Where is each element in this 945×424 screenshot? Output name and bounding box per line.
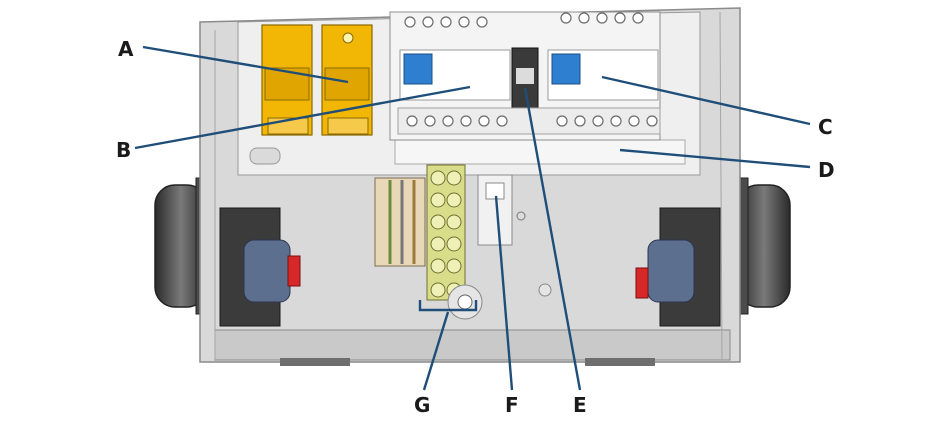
connector-holder (477, 174, 526, 246)
terminal-screws (404, 12, 658, 127)
callout-b: B (116, 138, 131, 162)
connector-right (635, 207, 721, 327)
leader-b (134, 85, 471, 150)
callout-a: A (118, 37, 134, 61)
callout-f: F (505, 393, 519, 417)
terminal-block (374, 164, 466, 301)
leader-f (494, 195, 514, 391)
leader-c (601, 75, 811, 126)
connector-left (219, 207, 301, 327)
callout-d: D (818, 158, 835, 182)
callout-labels: A B C D E F G (116, 37, 835, 417)
leader-a (142, 45, 349, 84)
bracket-g (418, 300, 478, 312)
leader-lines (134, 45, 811, 391)
callout-e: E (573, 393, 587, 417)
leader-d (619, 148, 811, 169)
leader-g (422, 311, 450, 391)
callout-c: C (818, 115, 833, 139)
callout-g: G (414, 393, 430, 417)
surge-protection-devices (261, 24, 373, 136)
leader-e (523, 87, 582, 391)
